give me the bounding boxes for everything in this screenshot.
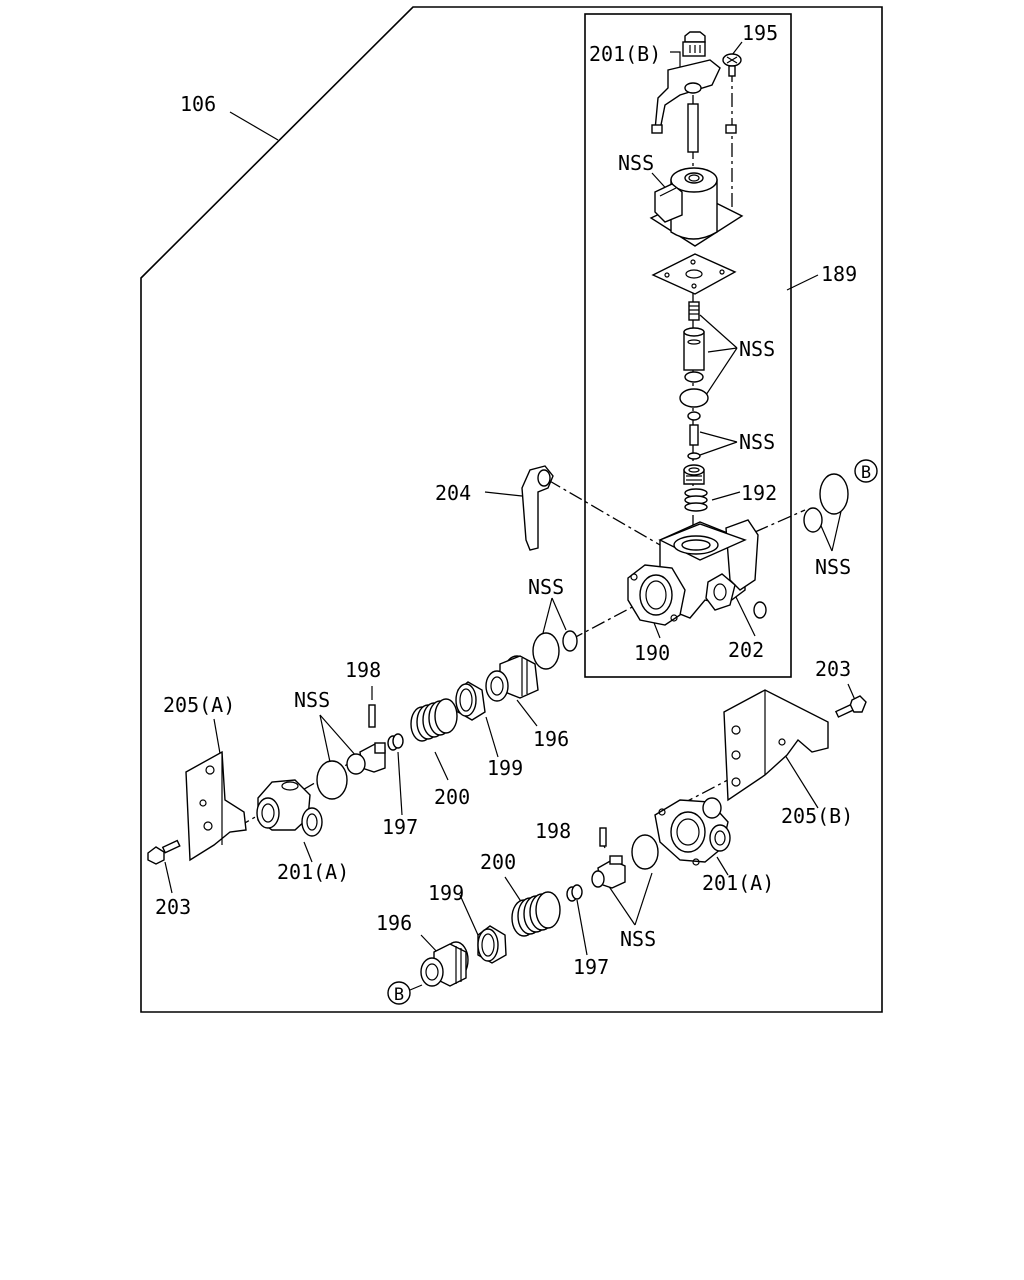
o-ring-front-small xyxy=(562,630,578,652)
label-197: 197 xyxy=(573,955,609,979)
label-196: 196 xyxy=(533,727,569,751)
fitting-201a-right xyxy=(654,797,731,866)
pin xyxy=(689,424,699,446)
spring-200-upper xyxy=(410,698,458,742)
label-205a: 205(A) xyxy=(163,693,235,717)
valve-seat xyxy=(683,464,705,485)
label-199: 199 xyxy=(428,881,464,905)
o-ring-right-large xyxy=(819,473,849,515)
label-nss: NSS xyxy=(739,337,775,361)
fitting-196-lower xyxy=(420,941,469,987)
piston-upper xyxy=(346,742,386,775)
label-198: 198 xyxy=(345,658,381,682)
spring-197-lower xyxy=(566,884,583,902)
pin-198-lower xyxy=(599,827,607,847)
o-ring-front-large xyxy=(532,632,560,670)
assembly-189-box xyxy=(584,13,792,678)
label-202: 202 xyxy=(728,638,764,662)
spring-192 xyxy=(684,488,708,512)
fitting-201a-left xyxy=(256,779,323,837)
label-190: 190 xyxy=(634,641,670,665)
solenoid-coil xyxy=(649,167,744,247)
solenoid-bracket xyxy=(651,59,737,153)
bolt-203-left xyxy=(147,839,181,865)
o-ring-small xyxy=(684,371,704,383)
small-spring xyxy=(688,301,700,321)
pin-198-upper xyxy=(368,704,376,728)
o-ring-right-small xyxy=(803,507,823,533)
label-nss: NSS xyxy=(620,927,656,951)
valve-body-190 xyxy=(627,519,759,626)
label-203: 203 xyxy=(815,657,851,681)
bracket-205a xyxy=(185,750,247,862)
label-201b: 201(B) xyxy=(589,42,661,66)
ring-199-upper xyxy=(455,681,486,721)
label-195: 195 xyxy=(742,21,778,45)
reference-b-label: B xyxy=(861,463,871,483)
label-200: 200 xyxy=(434,785,470,809)
gasket-plate xyxy=(651,253,737,295)
label-189: 189 xyxy=(821,262,857,286)
plunger xyxy=(683,327,705,371)
reference-marker-b-bottom: B xyxy=(387,981,423,1005)
fitting-201b xyxy=(682,31,706,57)
label-199: 199 xyxy=(487,756,523,780)
screw-195 xyxy=(722,53,742,77)
label-198: 198 xyxy=(535,819,571,843)
spring-197-upper xyxy=(387,733,404,751)
spring-200-lower xyxy=(511,891,561,937)
o-ring-left xyxy=(316,760,348,800)
label-nss: NSS xyxy=(739,430,775,454)
label-197: 197 xyxy=(382,815,418,839)
outer-frame xyxy=(140,6,883,1013)
lever-204 xyxy=(521,465,554,551)
label-200: 200 xyxy=(480,850,516,874)
label-196: 196 xyxy=(376,911,412,935)
label-203: 203 xyxy=(155,895,191,919)
ring-199-lower xyxy=(477,925,507,964)
callout-labels: 106 195 201(B) NSS 189 NSS NSS 192 204 N… xyxy=(155,21,857,979)
piston-lower xyxy=(591,855,626,889)
label-201a: 201(A) xyxy=(702,871,774,895)
label-204: 204 xyxy=(435,481,471,505)
bolt-203-right xyxy=(834,695,867,718)
label-nss: NSS xyxy=(528,575,564,599)
label-192: 192 xyxy=(741,481,777,505)
label-nss: NSS xyxy=(294,688,330,712)
label-205b: 205(B) xyxy=(781,804,853,828)
bracket-205b xyxy=(723,689,829,802)
washer xyxy=(687,452,701,460)
o-ring-right-mid xyxy=(631,834,659,870)
reference-b-label: B xyxy=(394,985,404,1005)
label-nss: NSS xyxy=(618,151,654,175)
o-ring-large xyxy=(679,388,709,408)
o-ring-tiny xyxy=(687,411,701,421)
label-201a: 201(A) xyxy=(277,860,349,884)
reference-marker-b-top: B xyxy=(854,459,878,483)
label-nss: NSS xyxy=(815,555,851,579)
fitting-196-upper xyxy=(485,655,539,702)
label-106: 106 xyxy=(180,92,216,116)
plug-202 xyxy=(753,601,767,619)
